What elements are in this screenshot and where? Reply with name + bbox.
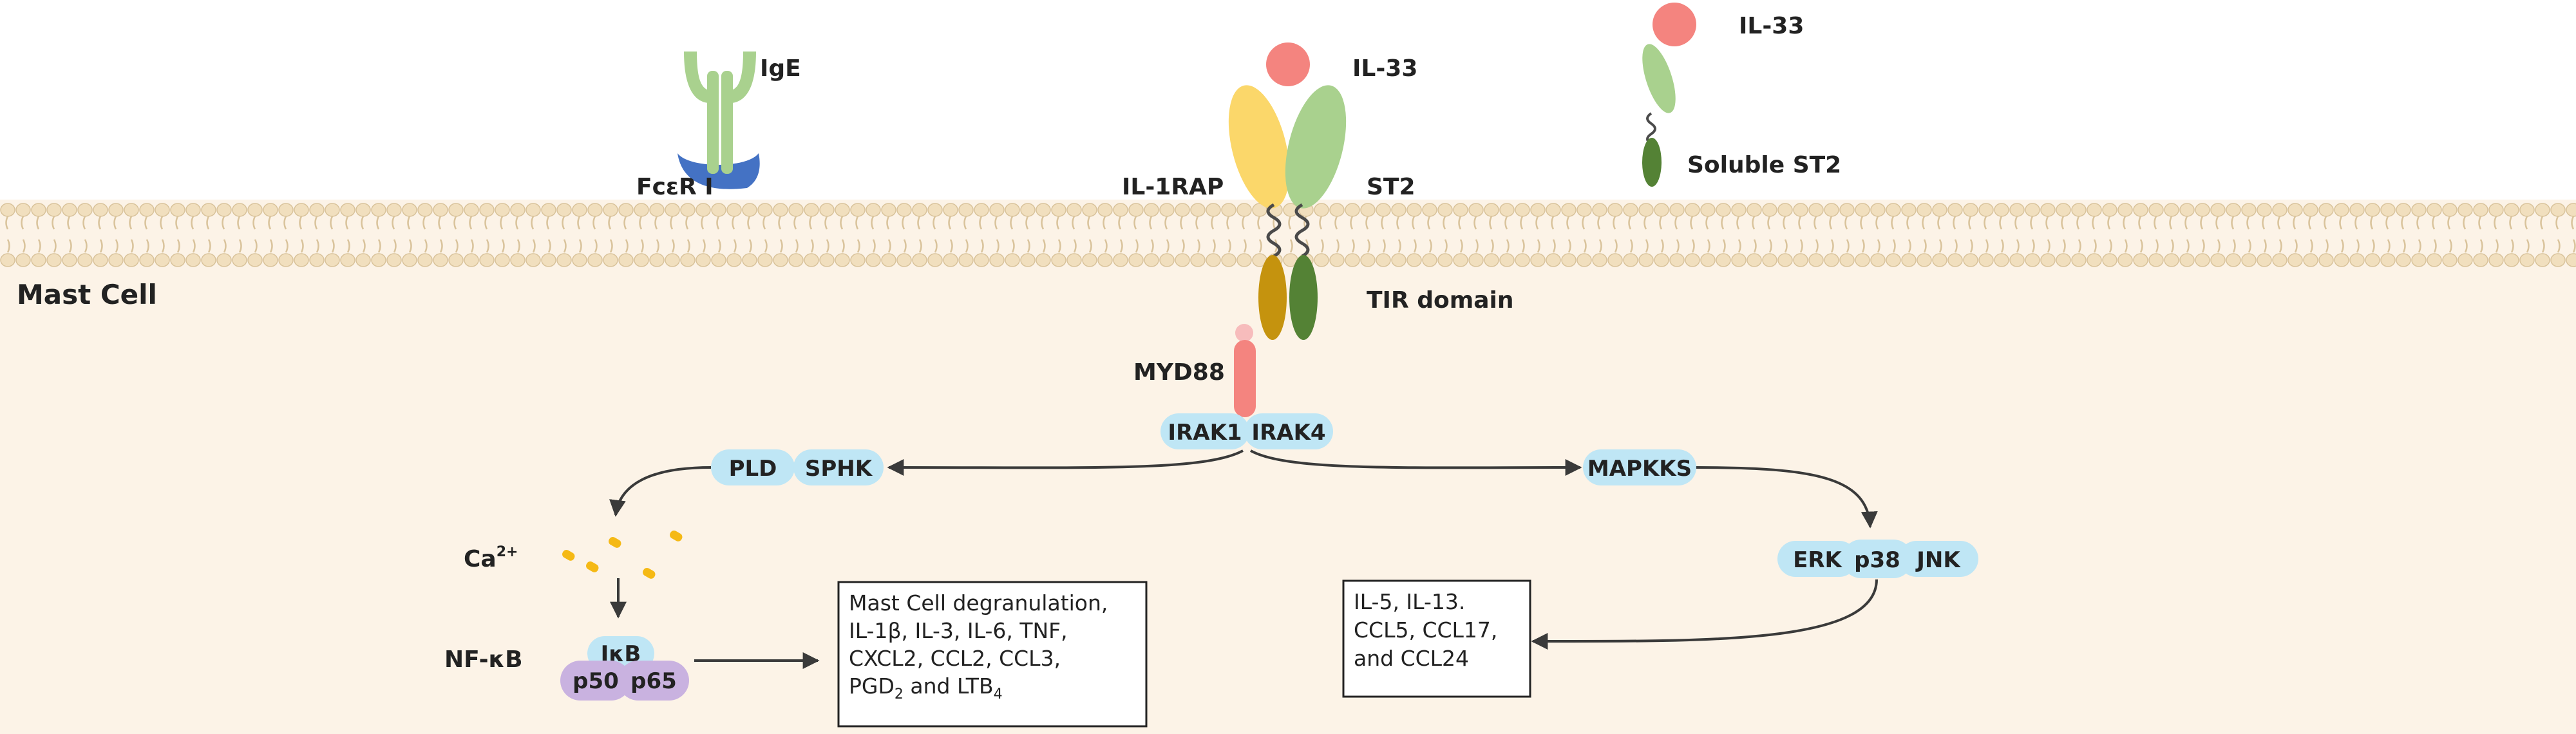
svg-text:and CCL24: and CCL24	[1354, 646, 1469, 671]
svg-text:ERK: ERK	[1793, 547, 1842, 573]
soluble-st2-tail	[1642, 138, 1662, 187]
svg-text:PLD: PLD	[729, 456, 777, 482]
arrow-p38-to-outcome	[1531, 579, 1878, 650]
p38-node: p38	[1842, 540, 1913, 578]
pld-node: PLD	[711, 449, 795, 485]
il33-label: IL-33	[1352, 55, 1417, 82]
calcium-ions	[562, 531, 683, 579]
jnk-node: JNK	[1899, 541, 1978, 577]
il33-soluble-ligand	[1653, 3, 1696, 46]
svg-text:CXCL2, CCL2, CCL3,: CXCL2, CCL2, CCL3,	[849, 646, 1061, 671]
svg-text:Mast Cell degranulation,: Mast Cell degranulation,	[849, 590, 1108, 616]
il1rap-tir-domain	[1258, 255, 1287, 340]
st2-ectodomain	[1285, 85, 1347, 209]
sphk-node: SPHK	[793, 449, 884, 485]
svg-text:IRAK4: IRAK4	[1251, 420, 1325, 446]
p65-node: p65	[618, 661, 689, 701]
p50-node: p50	[560, 661, 631, 701]
soluble-st2-ectodomain	[1642, 44, 1676, 113]
nfkb-label: NF-κB	[444, 646, 523, 673]
fcer-label: FcεR Ⅰ	[636, 174, 714, 200]
ige-label: IgE	[760, 55, 801, 82]
erk-node: ERK	[1777, 541, 1857, 577]
myd88-label: MYD88	[1133, 359, 1225, 386]
arrow-irak-to-sphk	[887, 449, 1244, 476]
il1rap-label: IL-1RAP	[1122, 174, 1224, 200]
cell-label: Mast Cell	[17, 279, 157, 310]
svg-text:IL-5, IL-13.: IL-5, IL-13.	[1354, 589, 1465, 614]
svg-text:p50: p50	[573, 668, 619, 694]
svg-text:IRAK1: IRAK1	[1168, 420, 1242, 446]
st2-label: ST2	[1367, 174, 1416, 200]
outcome-box-right: IL-5, IL-13. CCL5, CCL17, and CCL24	[1342, 579, 1531, 698]
calcium-label: Ca2+	[464, 544, 518, 572]
il1rap-ectodomain	[1228, 85, 1290, 209]
svg-text:p65: p65	[630, 668, 677, 694]
myd88-head	[1235, 324, 1253, 342]
fcer-receptor	[677, 153, 760, 189]
svg-text:MAPKKS: MAPKKS	[1587, 456, 1692, 482]
arrow-irak-to-mapkks	[1250, 449, 1582, 476]
il1rap-transmembrane	[1266, 203, 1282, 258]
svg-text:SPHK: SPHK	[805, 456, 873, 482]
cytoplasm	[0, 200, 2576, 734]
svg-text:p38: p38	[1854, 547, 1900, 573]
svg-text:IL-1β, IL-3, IL-6, TNF,: IL-1β, IL-3, IL-6, TNF,	[849, 618, 1068, 643]
st2-transmembrane	[1294, 203, 1310, 258]
tir-domain-label: TIR domain	[1367, 287, 1513, 314]
il33-ligand	[1266, 42, 1310, 86]
cell-membrane	[0, 201, 2576, 268]
irak4-node: IRAK4	[1244, 413, 1333, 449]
arrow-mapkks-to-p38	[1696, 466, 1878, 529]
irak1-node: IRAK1	[1160, 413, 1249, 449]
ige-antibody	[684, 52, 756, 174]
mapkks-node: MAPKKS	[1583, 449, 1696, 485]
soluble-st2-label: Soluble ST2	[1687, 152, 1841, 178]
svg-text:PGD2 and LTB4: PGD2 and LTB4	[849, 673, 1003, 702]
myd88-body	[1234, 340, 1256, 417]
il33-soluble-label: IL-33	[1739, 13, 1804, 39]
svg-text:CCL5, CCL17,: CCL5, CCL17,	[1354, 617, 1497, 643]
svg-text:JNK: JNK	[1915, 547, 1961, 573]
st2-tir-domain	[1289, 255, 1318, 340]
outcome-box-left: Mast Cell degranulation, IL-1β, IL-3, IL…	[837, 581, 1148, 728]
soluble-st2-linker	[1646, 112, 1656, 146]
arrow-pld-to-calcium	[609, 466, 712, 517]
